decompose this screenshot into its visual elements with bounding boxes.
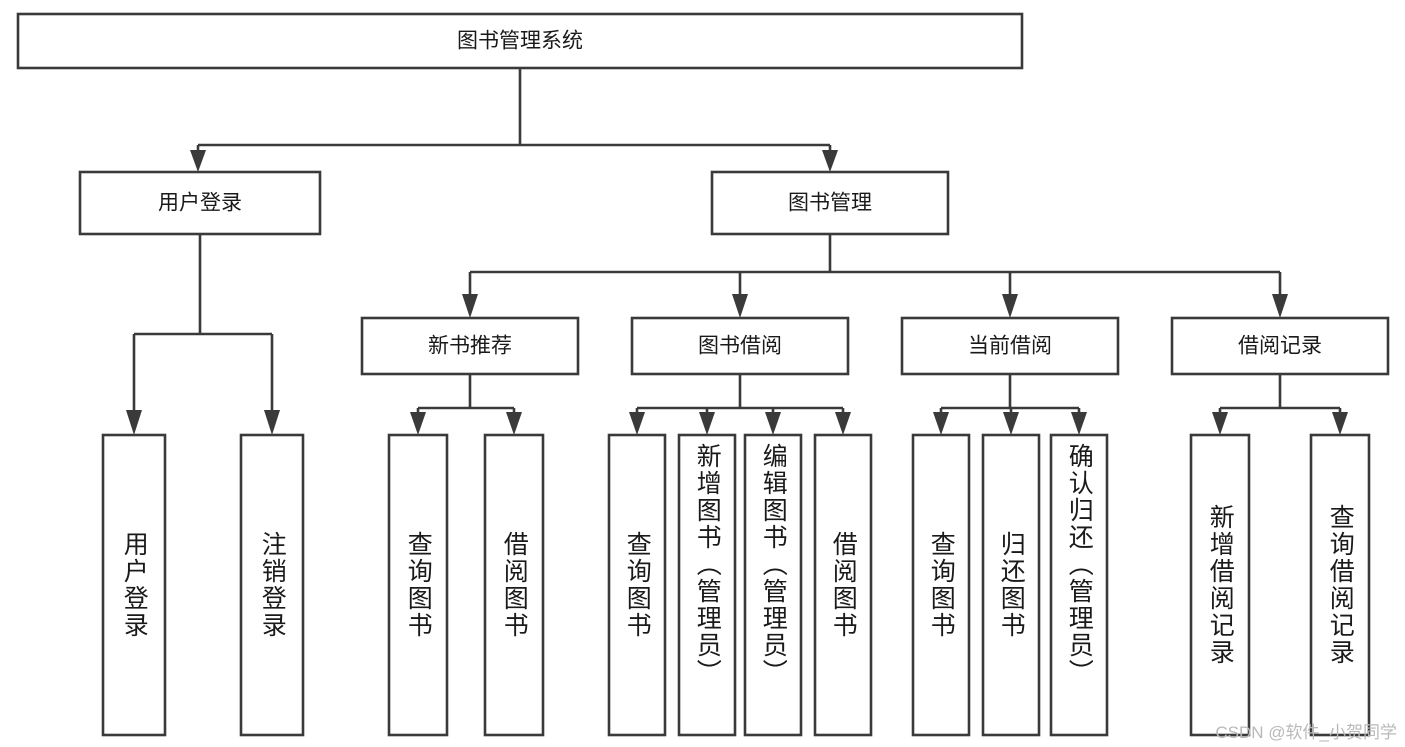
node-book-manage-label: 图书管理: [788, 192, 872, 215]
node-user-login-box: [78, 170, 322, 236]
node-current-borrow-box: [900, 316, 1120, 376]
leaf-box-borrow-book-1[interactable]: [483, 433, 545, 737]
arrow-leaf-query-book-1: [410, 412, 426, 435]
leaf-box-confirm-return[interactable]: [1049, 433, 1109, 737]
connector-book-borrow-to-leaves: [629, 374, 851, 435]
leaf-box-edit-book[interactable]: [743, 433, 803, 737]
arrow-to-leaf-logout: [264, 410, 280, 435]
arrow-leaf-borrow-book-2: [835, 412, 851, 435]
leaf-boxes-group: [101, 433, 1371, 737]
arrow-leaf-edit-book: [765, 412, 781, 435]
node-user-login-label: 用户登录: [158, 192, 242, 215]
arrow-leaf-borrow-book-1: [506, 412, 522, 435]
node-user-login[interactable]: 用户登录: [78, 170, 322, 236]
node-borrow-record[interactable]: 借阅记录: [1170, 316, 1390, 376]
leaf-box-add-book[interactable]: [677, 433, 737, 737]
leaf-box-query-book-3[interactable]: [911, 433, 971, 737]
node-current-borrow-label: 当前借阅: [968, 335, 1052, 358]
connector-borrow-record-to-leaves: [1212, 374, 1348, 435]
arrow-leaf-confirm-return: [1071, 412, 1087, 435]
leaf-box-add-record[interactable]: [1189, 433, 1251, 737]
node-new-book-rec-label: 新书推荐: [428, 335, 512, 358]
connector-user-login-to-leaves: [126, 234, 280, 435]
leaf-box-query-book-1[interactable]: [387, 433, 449, 737]
node-book-borrow[interactable]: 图书借阅: [630, 316, 850, 376]
arrow-to-book-borrow: [732, 294, 748, 318]
watermark-text: CSDN @软件_小贺同学: [1215, 723, 1397, 742]
arrow-to-current-borrow: [1002, 294, 1018, 318]
leaf-box-user-login[interactable]: [101, 433, 167, 737]
node-new-book-rec[interactable]: 新书推荐: [360, 316, 580, 376]
arrow-leaf-add-book: [699, 412, 715, 435]
leaf-box-logout[interactable]: [239, 433, 305, 737]
arrow-to-user-login: [190, 150, 206, 172]
arrow-to-leaf-user-login: [126, 410, 142, 435]
node-root-box: [16, 12, 1024, 70]
arrow-to-book-manage: [822, 150, 838, 172]
connector-book-manage-to-level3: [462, 234, 1288, 318]
arrow-leaf-add-record: [1212, 412, 1228, 435]
node-new-book-rec-box: [360, 316, 580, 376]
arrow-leaf-return-book: [1003, 412, 1019, 435]
arrow-to-borrow-record: [1272, 294, 1288, 318]
leaf-box-query-book-2[interactable]: [607, 433, 667, 737]
node-current-borrow[interactable]: 当前借阅: [900, 316, 1120, 376]
arrow-leaf-query-book-2: [629, 412, 645, 435]
node-root[interactable]: 图书管理系统: [16, 12, 1024, 70]
connector-current-borrow-to-leaves: [933, 374, 1087, 435]
node-book-borrow-label: 图书借阅: [698, 335, 782, 358]
arrow-to-new-book-rec: [462, 294, 478, 318]
node-root-label: 图书管理系统: [457, 30, 583, 53]
leaf-box-return-book[interactable]: [981, 433, 1041, 737]
arrow-leaf-query-book-3: [933, 412, 949, 435]
arrow-leaf-query-record: [1332, 412, 1348, 435]
leaf-box-query-record[interactable]: [1309, 433, 1371, 737]
leaf-box-borrow-book-2[interactable]: [813, 433, 873, 737]
connector-new-book-rec-to-leaves: [410, 374, 522, 435]
node-borrow-record-label: 借阅记录: [1238, 335, 1322, 358]
connector-root-to-level2: [190, 68, 838, 172]
node-book-manage[interactable]: 图书管理: [710, 170, 950, 236]
